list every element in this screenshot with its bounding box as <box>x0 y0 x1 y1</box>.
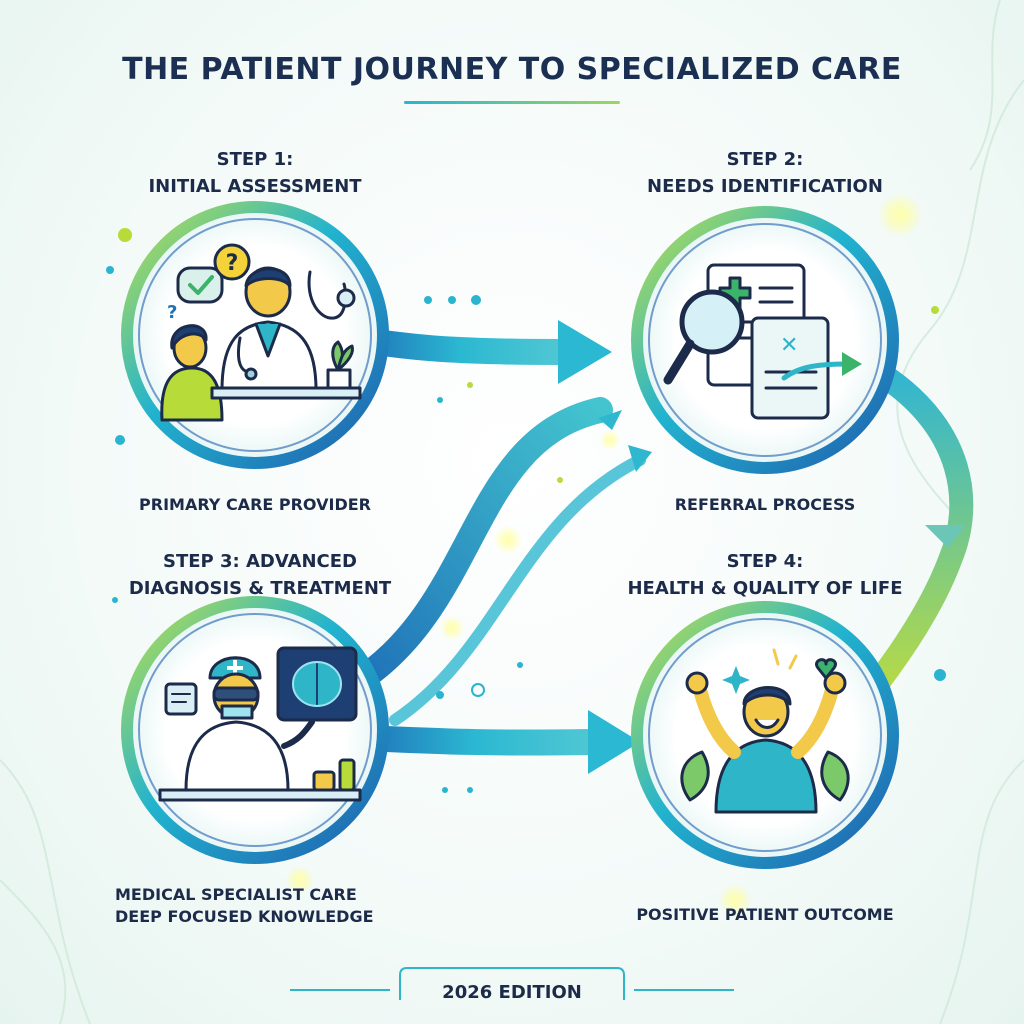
step3-caption-line1: MEDICAL SPECIALIST CARE <box>115 885 357 904</box>
happy-patient-illustration <box>680 648 850 814</box>
step2-heading-line1: STEP 2: <box>726 149 804 170</box>
step4-heading-line1: STEP 4: <box>726 551 804 572</box>
step3-caption: MEDICAL SPECIALIST CARE DEEP FOCUSED KNO… <box>115 884 445 928</box>
arrow-step2-to-step4 <box>868 368 974 692</box>
step4-heading: STEP 4: HEALTH & QUALITY OF LIFE <box>600 548 930 602</box>
step3-heading: STEP 3: ADVANCED DIAGNOSIS & TREATMENT <box>95 548 425 602</box>
dot-accents <box>106 228 946 793</box>
step1-heading-line2: INITIAL ASSESSMENT <box>148 176 362 197</box>
page-title: THE PATIENT JOURNEY TO SPECIALIZED CARE <box>122 52 902 87</box>
step1-heading: STEP 1: INITIAL ASSESSMENT <box>95 146 415 200</box>
svg-text:?: ? <box>167 302 177 323</box>
svg-text:?: ? <box>226 251 239 276</box>
footer-frame <box>290 967 734 1000</box>
step2-caption: REFERRAL PROCESS <box>600 494 930 516</box>
step3-caption-line2: DEEP FOCUSED KNOWLEDGE <box>115 907 374 926</box>
svg-text:✕: ✕ <box>780 333 798 358</box>
specialist-illustration <box>158 646 362 802</box>
step4-caption-line1: POSITIVE PATIENT OUTCOME <box>636 905 894 924</box>
step3-heading-line2: DIAGNOSIS & TREATMENT <box>128 578 392 599</box>
title-underline <box>404 101 620 104</box>
doctor-patient-illustration: ? ? <box>160 243 362 422</box>
step3-heading-line1: STEP 3: ADVANCED <box>162 551 357 572</box>
step2-heading: STEP 2: NEEDS IDENTIFICATION <box>600 146 930 200</box>
step1-heading-line1: STEP 1: <box>216 149 294 170</box>
step1-caption-line1: PRIMARY CARE PROVIDER <box>139 495 371 514</box>
step4-caption: POSITIVE PATIENT OUTCOME <box>600 904 930 926</box>
arrow-step3-to-step2 <box>347 397 652 726</box>
step1-caption: PRIMARY CARE PROVIDER <box>95 494 415 516</box>
referral-documents-illustration: ✕ <box>663 263 862 420</box>
edition-label: 2026 EDITION <box>442 982 582 1003</box>
arrow-step1-to-step2 <box>347 320 612 384</box>
step2-heading-line2: NEEDS IDENTIFICATION <box>647 176 883 197</box>
step4-heading-line2: HEALTH & QUALITY OF LIFE <box>627 578 903 599</box>
sparkles <box>286 193 922 916</box>
step2-caption-line1: REFERRAL PROCESS <box>674 495 856 514</box>
